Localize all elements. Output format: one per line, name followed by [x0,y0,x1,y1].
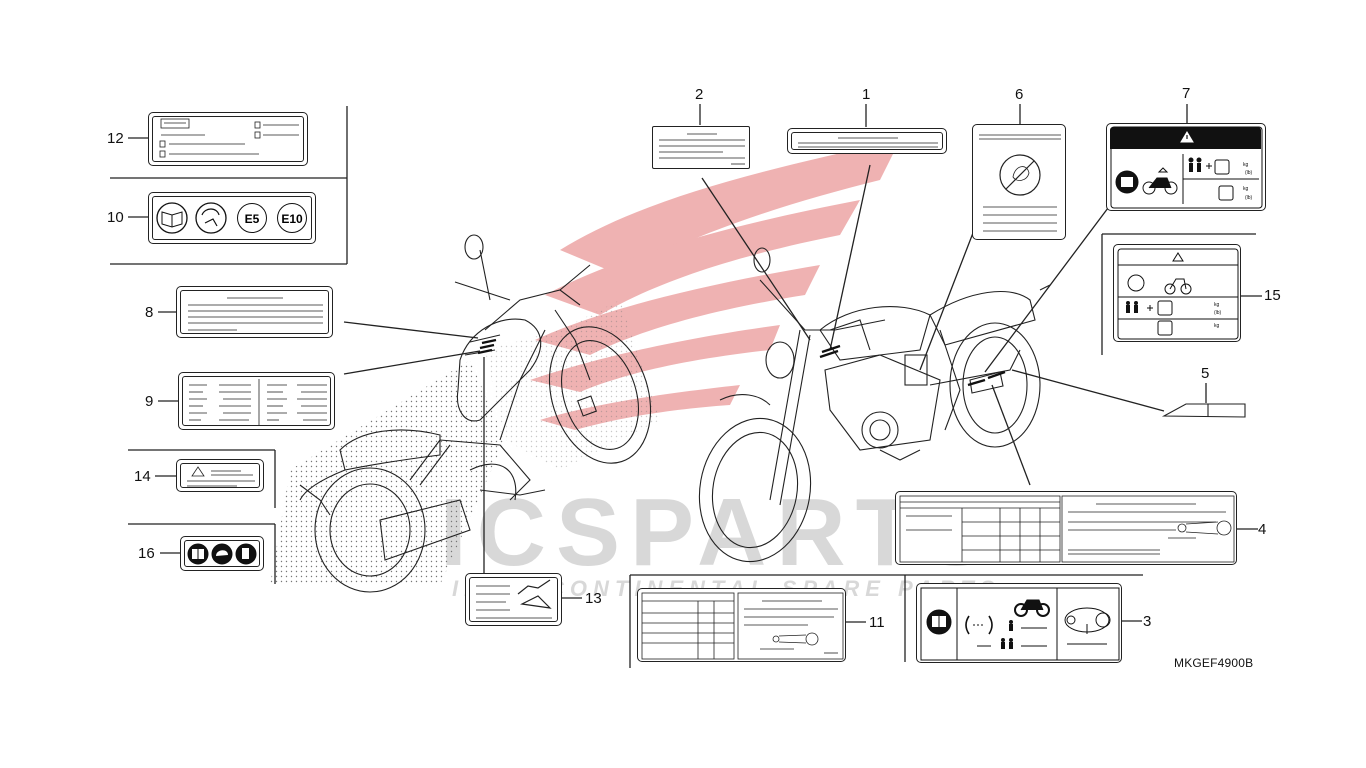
callout-10: 10 [107,209,124,226]
label-6 [972,124,1066,240]
leader-lines [128,104,1262,623]
tire-pressure-icon [965,615,993,635]
section-separators [110,106,1256,668]
no-open-flame-icon [999,154,1041,196]
manual-icon [156,202,188,234]
callout-8: 8 [145,304,154,321]
fuel-nozzle-icon [195,202,227,234]
label-2 [652,126,750,169]
label-16 [180,536,264,571]
warning-triangle-icon [1172,252,1184,262]
callout-11: 11 [869,614,885,631]
callout-9: 9 [145,393,154,410]
right-motorcycle-drawing [698,247,1051,563]
load-limit-kg-top: kg [1243,162,1249,168]
label-9 [178,372,335,430]
rider-icon [1001,620,1013,649]
sticker-location-marks [477,338,1006,387]
label-5-shape [1161,403,1246,418]
label-13 [465,573,562,626]
warning-triangle-icon [191,466,205,477]
left-motorcycle-drawing [270,234,660,593]
luggage-icon [1218,185,1234,201]
chain-sprocket-icon [1216,520,1232,536]
callout-16: 16 [138,545,155,562]
callout-15: 15 [1264,287,1281,304]
label-14 [176,459,264,492]
badge-e10: E10 [277,203,307,233]
callout-14: 14 [134,468,151,485]
badge-e5: E5 [237,203,267,233]
callout-5: 5 [1201,365,1210,382]
callout-3: 3 [1143,613,1152,630]
load-limit-kg-top: kg [1214,302,1220,308]
callout-4: 4 [1258,521,1267,538]
label-8 [176,286,333,338]
manual-icon [1127,274,1145,292]
label-12 [148,112,308,166]
callout-12: 12 [107,130,124,147]
label-3 [916,583,1122,663]
chain-sprocket-icon [805,632,819,646]
load-limit-kg-bottom: kg [1214,323,1220,329]
label-7: kg (lb) kg (lb) [1106,123,1266,211]
label-1 [787,128,947,154]
load-limit-lb-top: (lb) [1214,310,1222,316]
callout-7: 7 [1182,85,1191,102]
callout-13: 13 [585,590,602,607]
fuel-pump-icon [517,579,552,609]
label-10: E5 E10 [148,192,316,244]
label-15: kg (lb) kg [1113,244,1241,342]
riders-icon [1126,301,1138,313]
luggage-icon [1157,320,1173,336]
callout-6: 6 [1015,86,1024,103]
diagram-code: MKGEF4900B [1174,656,1254,670]
luggage-icon [1157,300,1173,316]
label-4 [895,491,1237,565]
label-11 [637,588,846,662]
riders-icon [1188,157,1202,172]
luggage-icon [1214,159,1230,175]
callout-1: 1 [862,86,871,103]
load-limit-kg-bottom: kg [1243,186,1249,192]
load-limit-lb-bottom: (lb) [1245,195,1253,201]
callout-2: 2 [695,86,704,103]
load-limit-lb-top: (lb) [1245,170,1253,176]
